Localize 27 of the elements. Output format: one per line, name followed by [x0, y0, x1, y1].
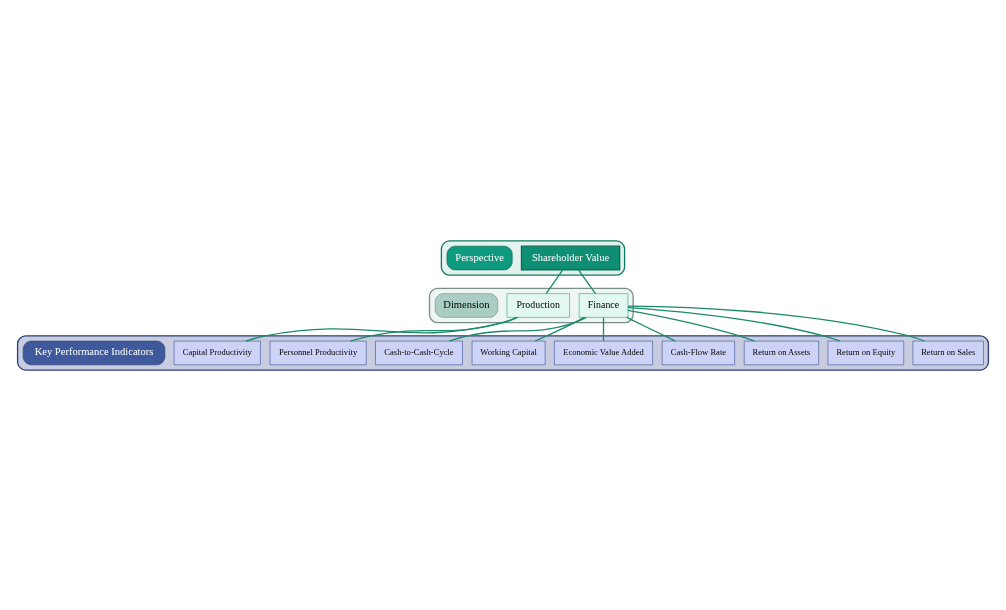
node-box: Key Performance Indicators [22, 340, 166, 365]
node-box: Return on Equity [827, 340, 905, 365]
connector [545, 268, 564, 294]
node-box: Personnel Productivity [269, 340, 367, 365]
node-box: Perspective [446, 245, 513, 270]
cluster [440, 239, 626, 276]
node-box: Return on Assets [743, 340, 820, 365]
node-box: Dimension [434, 292, 499, 318]
connector [602, 316, 605, 342]
connector [578, 268, 597, 294]
node-box: Capital Productivity [173, 340, 261, 365]
node-box: Finance [578, 292, 629, 318]
node-box: Return on Sales [912, 340, 984, 365]
node-box: Cash-Flow Rate [661, 340, 735, 365]
node-box: Production [506, 292, 570, 318]
node-box: Working Capital [471, 340, 546, 365]
connector [448, 316, 587, 342]
cluster [428, 287, 634, 323]
node-box: Economic Value Added [554, 340, 653, 365]
cluster [16, 334, 990, 371]
connector [627, 306, 841, 342]
connector [627, 309, 756, 342]
connector [627, 304, 925, 342]
connector [534, 316, 585, 342]
node-box: Cash-to-Cash-Cycle [375, 340, 463, 365]
node-box: Shareholder Value [520, 245, 621, 271]
connector [626, 316, 676, 342]
